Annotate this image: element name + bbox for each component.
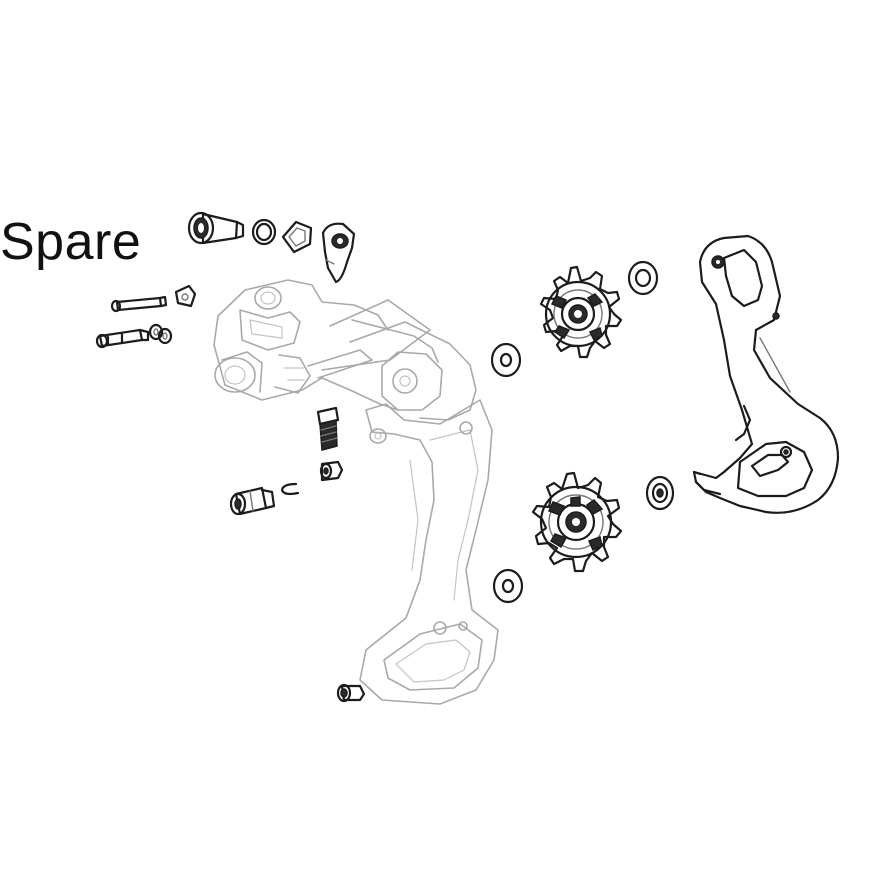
- lower-pulley-washer-left: [492, 568, 524, 604]
- long-pivot-pin: [110, 295, 168, 313]
- upper-pulley-washer-left: [490, 342, 522, 378]
- small-clip: [174, 284, 197, 308]
- round-washer-top: [251, 218, 277, 246]
- b-bolt-bushing: [187, 211, 245, 245]
- inner-cage-plate: [692, 234, 840, 514]
- e-clip: [280, 482, 300, 496]
- pivot-pin-pair: [95, 328, 150, 349]
- diagram-label: Spare: [0, 213, 142, 271]
- link-bushing-pair: [148, 323, 173, 345]
- upper-pulley-washer-right: [627, 260, 659, 296]
- small-nut: [319, 460, 344, 482]
- square-washer-top: [281, 220, 313, 254]
- derailleur-body: [213, 279, 499, 705]
- cable-adjuster: [229, 486, 276, 516]
- lower-pulley-wheel: [531, 471, 623, 573]
- limit-screw: [316, 406, 340, 451]
- cable-bolt: [336, 683, 366, 703]
- pivot-link-tab: [321, 222, 356, 284]
- upper-pulley-wheel: [539, 265, 623, 359]
- lower-pulley-washer-right: [645, 475, 675, 511]
